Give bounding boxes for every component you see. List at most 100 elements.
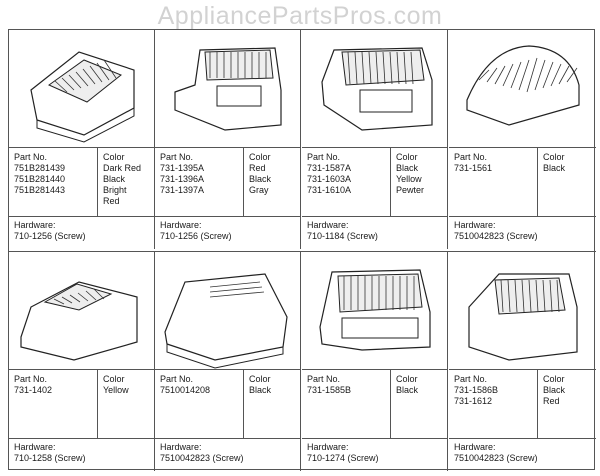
hardware-value: 7510042823 (Screw)	[454, 453, 538, 463]
color-label: Color	[543, 152, 565, 162]
color-value: Black	[103, 174, 126, 184]
color-value: Yellow	[103, 385, 129, 395]
hardware-label: Hardware:	[160, 220, 202, 230]
color-value: Black	[396, 163, 419, 173]
part-number: 731-1585B	[307, 385, 352, 395]
hardware-label: Hardware:	[14, 220, 56, 230]
part-number: 731-1587A	[307, 163, 352, 173]
shroud-grille-window-icon	[302, 30, 447, 148]
color-value: Yellow	[396, 174, 422, 184]
part-number: 731-1397A	[160, 185, 205, 195]
color-value: Black	[396, 385, 419, 395]
color-value: Red	[103, 196, 120, 206]
part-numbers: Part No.731-1561	[454, 152, 538, 174]
part-number: 751B281440	[14, 174, 66, 184]
part-numbers: Part No.731-1402	[14, 374, 98, 396]
part-number: 731-1586B	[454, 385, 499, 395]
part-number: 751B281439	[14, 163, 66, 173]
color-value: Dark Red	[103, 163, 142, 173]
part-number: 731-1402	[14, 385, 53, 395]
hardware-info: Hardware:7510042823 (Screw)	[449, 439, 596, 467]
hardware-value: 710-1274 (Screw)	[307, 453, 379, 463]
hardware-info: Hardware:7510042823 (Screw)	[155, 439, 300, 467]
part-no-label: Part No.	[454, 374, 488, 384]
color-value: Black	[249, 385, 272, 395]
part-no-label: Part No.	[14, 152, 48, 162]
color-label: Color	[396, 152, 418, 162]
shroud-dome-icon	[449, 30, 596, 148]
hardware-label: Hardware:	[454, 442, 496, 452]
hardware-info: Hardware:710-1184 (Screw)	[302, 217, 447, 245]
color-label: Color	[543, 374, 565, 384]
watermark-text: AppliancePartsPros.com	[157, 2, 443, 30]
hardware-value: 710-1184 (Screw)	[307, 231, 378, 241]
color-value: Black	[543, 163, 566, 173]
part-no-label: Part No.	[160, 152, 194, 162]
part-number: 731-1561	[454, 163, 493, 173]
part-no-label: Part No.	[160, 374, 194, 384]
hardware-value: 7510042823 (Screw)	[160, 453, 244, 463]
hardware-label: Hardware:	[307, 220, 349, 230]
part-no-label: Part No.	[14, 374, 48, 384]
hardware-label: Hardware:	[454, 220, 496, 230]
shroud-smooth-icon	[155, 252, 300, 370]
part-number: 731-1396A	[160, 174, 205, 184]
color-label: Color	[249, 374, 271, 384]
color-value: Bright	[103, 185, 127, 195]
color-label: Color	[396, 374, 418, 384]
hardware-value: 710-1256 (Screw)	[14, 231, 86, 241]
color-value: Red	[543, 396, 560, 406]
hardware-info: Hardware:710-1274 (Screw)	[302, 439, 447, 467]
part-no-label: Part No.	[307, 152, 341, 162]
part-no-label: Part No.	[307, 374, 341, 384]
hardware-label: Hardware:	[160, 442, 202, 452]
part-number: 731-1610A	[307, 185, 352, 195]
part-numbers: Part No.731-1585B	[307, 374, 391, 396]
color-value: Pewter	[396, 185, 425, 195]
color-value: Gray	[249, 185, 269, 195]
part-number: 731-1612	[454, 396, 493, 406]
part-number: 731-1395A	[160, 163, 205, 173]
color-label: Color	[103, 152, 125, 162]
shroud-flat-grille-icon	[9, 252, 154, 370]
part-number: 7510014208	[160, 385, 211, 395]
color-label: Color	[249, 152, 271, 162]
shroud-box-icon	[449, 252, 596, 370]
color-value: Black	[249, 174, 272, 184]
part-no-label: Part No.	[454, 152, 488, 162]
hardware-label: Hardware:	[307, 442, 349, 452]
hardware-info: Hardware:7510042823 (Screw)	[449, 217, 596, 245]
shroud-grille-panel-icon	[302, 252, 447, 370]
color-value: Black	[543, 385, 566, 395]
hardware-value: 710-1258 (Screw)	[14, 453, 86, 463]
hardware-value: 710-1256 (Screw)	[160, 231, 232, 241]
part-numbers: Part No.7510014208	[160, 374, 244, 396]
hardware-info: Hardware:710-1258 (Screw)	[9, 439, 154, 467]
part-number: 731-1603A	[307, 174, 352, 184]
